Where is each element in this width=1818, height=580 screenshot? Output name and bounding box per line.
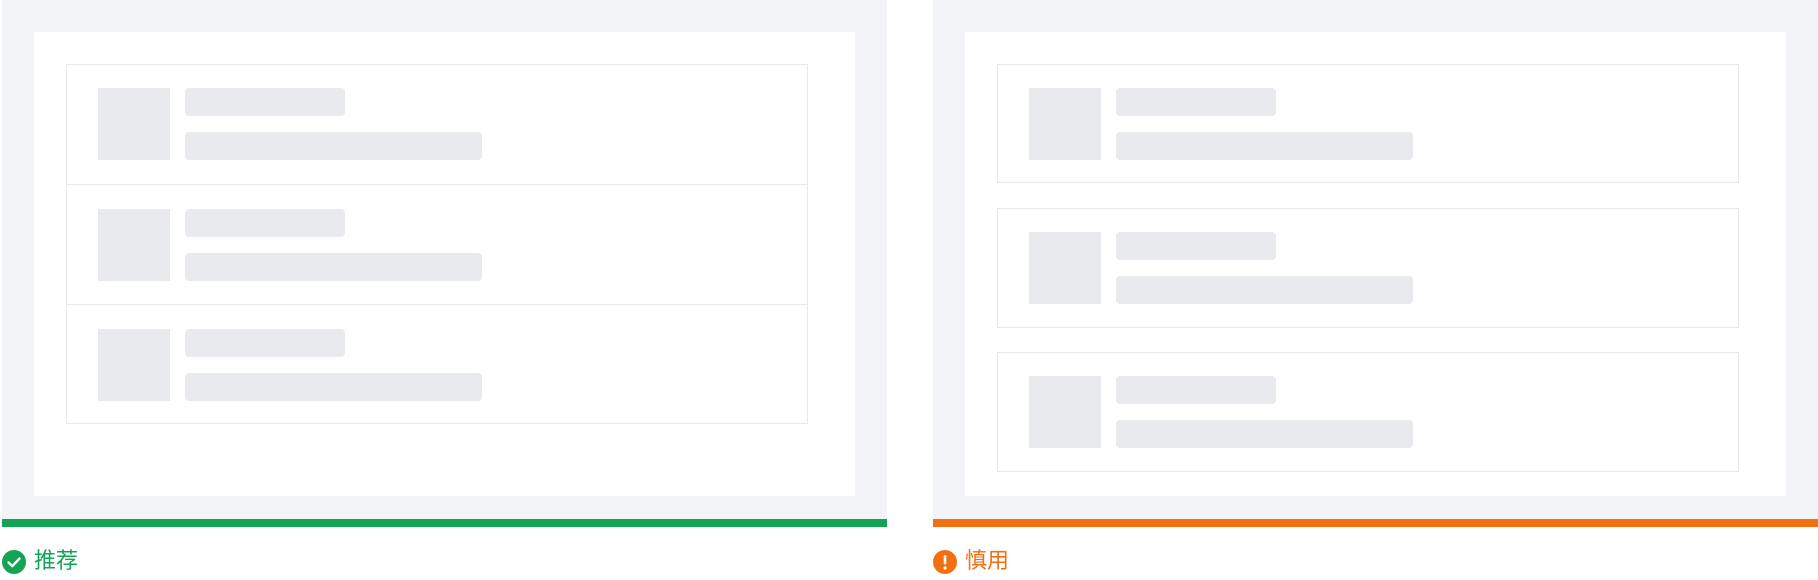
- caution-card: [965, 32, 1786, 496]
- exclamation-circle-icon: [933, 550, 957, 574]
- title-placeholder: [1116, 376, 1276, 404]
- list-item: [67, 65, 807, 184]
- list-item: [67, 304, 807, 423]
- list-item: [67, 184, 807, 304]
- title-placeholder: [185, 209, 345, 237]
- check-circle-icon: [2, 550, 26, 574]
- list-item-card: [997, 208, 1739, 328]
- thumbnail-placeholder: [1029, 376, 1101, 448]
- subtitle-placeholder: [1116, 420, 1413, 448]
- caution-accent-bar: [933, 519, 1818, 527]
- thumbnail-placeholder: [1029, 88, 1101, 160]
- recommended-caption: 推荐: [2, 550, 78, 574]
- list-item-card: [997, 352, 1739, 472]
- caution-label: 慎用: [965, 549, 1010, 574]
- recommended-card: [34, 32, 855, 496]
- recommended-example-panel: [2, 0, 887, 527]
- title-placeholder: [1116, 232, 1276, 260]
- recommended-label: 推荐: [34, 549, 79, 574]
- title-placeholder: [185, 88, 345, 116]
- thumbnail-placeholder: [98, 88, 170, 160]
- title-placeholder: [1116, 88, 1276, 116]
- subtitle-placeholder: [185, 132, 482, 160]
- subtitle-placeholder: [185, 373, 482, 401]
- subtitle-placeholder: [185, 253, 482, 281]
- thumbnail-placeholder: [98, 209, 170, 281]
- recommended-accent-bar: [2, 519, 887, 527]
- subtitle-placeholder: [1116, 132, 1413, 160]
- subtitle-placeholder: [1116, 276, 1413, 304]
- thumbnail-placeholder: [1029, 232, 1101, 304]
- caution-caption: 慎用: [933, 550, 1009, 574]
- caution-example-panel: [933, 0, 1818, 527]
- thumbnail-placeholder: [98, 329, 170, 401]
- grouped-list: [66, 64, 808, 424]
- title-placeholder: [185, 329, 345, 357]
- list-item-card: [997, 64, 1739, 183]
